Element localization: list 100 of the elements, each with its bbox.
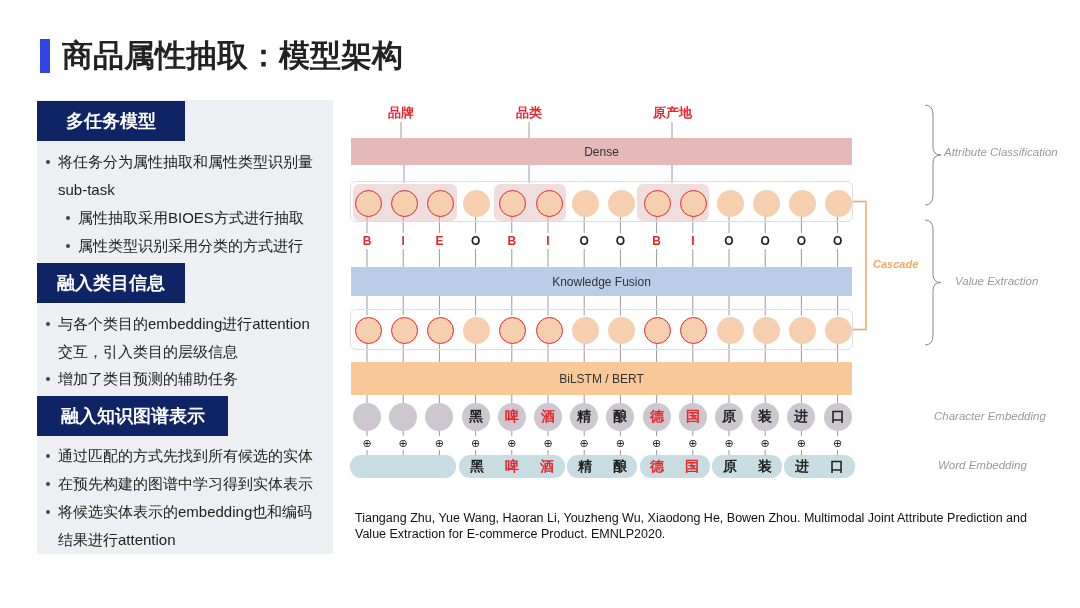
connector-line [366,342,368,363]
connector-line [438,394,440,404]
sequence-tag: O [577,233,592,250]
connector-line [728,394,730,404]
connector-line [837,295,839,316]
sub-bullet-text: 属性类型识别采用分类的方式进行 [78,236,304,256]
connector-line [511,342,513,363]
connector-line [475,394,477,404]
character-circle: 德 [642,403,671,431]
hidden-state-circle [354,316,382,344]
connector-line [837,342,839,363]
layer-bar: BiLSTM / BERT [351,362,852,395]
connector-line [402,342,404,363]
hidden-state-circle [426,189,454,217]
connector-line [547,342,549,363]
connector-line [475,342,477,363]
connector-line [671,121,673,139]
section-heading: 融入类目信息 [37,263,185,303]
connector-line [837,394,839,404]
hidden-state-circle [390,316,418,344]
connector-line [671,164,673,184]
plus-symbol: ⊕ [759,436,772,450]
connector-line [728,295,730,316]
connector-line [547,394,549,404]
character-circle [389,403,418,431]
sub-bullet-text: 属性抽取采用BIOES方式进行抽取 [78,208,305,228]
connector-line [656,342,658,363]
connector-line [619,342,621,363]
connector-line [403,164,405,184]
connector-line [692,342,694,363]
hidden-state-circle [463,316,491,344]
row-label: Character Embedding [934,410,1046,422]
citation-text: Tiangang Zhu, Yue Wang, Haoran Li, Youzheng Wu, Xiaodong He, Bowen Zhou. Multimodal Joint Attribute Prediction and Value Extraction for E-commerce Product. EMNLP2020. [355,510,1028,542]
attribute-label: 品牌 [380,104,422,122]
highlight-group [353,184,457,221]
connector-line [402,394,404,404]
plus-symbol: ⊕ [650,436,663,450]
connector-line [800,295,802,316]
character-circle [353,403,381,431]
connector-line [692,295,694,316]
connector-line [438,342,440,363]
hidden-state-circle [390,189,418,217]
hidden-state-circle [571,316,599,344]
connector-line [764,342,766,363]
connector-line [547,295,549,316]
slide-title: 商品属性抽取：模型架构 [62,37,403,75]
plus-symbol: ⊕ [361,436,373,450]
hidden-state-circle [644,316,672,344]
plus-symbol: ⊕ [614,436,627,450]
connector-line [764,394,766,404]
character-circle: 装 [751,403,780,431]
hidden-state-circle [752,189,780,217]
hidden-state-row [350,309,853,350]
character-circle: 精 [570,403,599,431]
connector-line [800,215,802,268]
cascade-connector [852,200,867,331]
sequence-tag: O [830,233,845,250]
sequence-tag: O [468,233,483,250]
connector-line [728,215,730,268]
hidden-state-circle [535,189,563,217]
highlight-group [637,184,709,221]
connector-line [366,295,368,316]
bullet-text: 与各个类目的embedding进行attention交互，引入类目的层级信息 [58,314,311,362]
sequence-tag: B [360,233,374,250]
character-circle: 国 [678,403,707,431]
connector-line [475,215,477,268]
connector-line [583,342,585,363]
connector-line [692,394,694,404]
row-label: Word Embedding [938,459,1027,471]
hidden-state-circle [499,316,527,344]
connector-line [402,295,404,316]
bullet-text: 在预先构建的图谱中学习得到实体表示 [58,474,314,494]
connector-line [656,295,658,316]
bullet-text: 将候选实体表示的embedding也和编码结果进行attention [58,502,314,550]
hidden-state-circle [644,189,672,217]
connector-line [528,121,530,139]
word-pill [350,455,457,478]
hidden-state-circle [752,316,780,344]
connector-line [528,164,530,184]
connector-line [366,394,368,404]
character-circle: 酒 [534,403,562,431]
hidden-state-circle [354,189,382,217]
hidden-state-circle [716,316,744,344]
hidden-state-circle [426,316,454,344]
section-label: Attribute Classification [944,146,1058,158]
sequence-tag: O [613,233,628,250]
connector-line [800,342,802,363]
word-pill: 精酿 [567,455,638,478]
hidden-state-circle [463,189,491,217]
word-pill: 进口 [784,455,855,478]
plus-symbol: ⊕ [469,436,482,450]
plus-symbol: ⊕ [795,436,808,450]
connector-line [764,215,766,268]
sequence-tag: O [722,233,736,250]
character-circle: 啤 [497,403,526,431]
character-circle [425,403,454,431]
word-pill: 原装 [712,455,783,478]
hidden-state-circle [788,316,816,344]
connector-line [656,394,658,404]
character-circle: 原 [715,403,743,431]
